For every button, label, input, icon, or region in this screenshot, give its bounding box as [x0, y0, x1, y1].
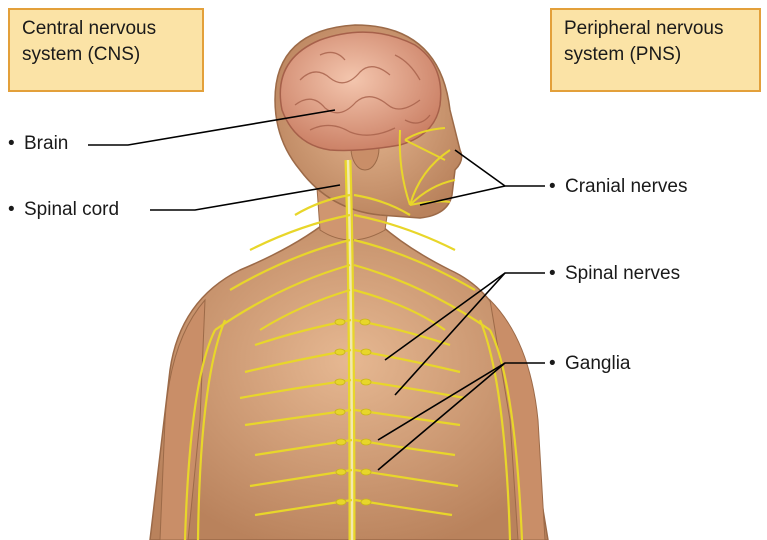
spinal-nerves-text: Spinal nerves: [565, 263, 680, 284]
ganglia-text: Ganglia: [565, 353, 631, 374]
bullet: •: [8, 133, 24, 155]
bullet: •: [8, 199, 24, 221]
cns-line-1: Central nervous: [22, 16, 192, 42]
brain-text: Brain: [24, 133, 68, 154]
cranial-nerves-label: •Cranial nerves: [549, 176, 688, 198]
pns-line-1: Peripheral nervous: [564, 16, 749, 42]
cns-label-box: Central nervous system (CNS): [8, 8, 204, 92]
bullet: •: [549, 263, 565, 285]
brain-label: •Brain: [8, 133, 68, 155]
brain: [280, 32, 440, 150]
ganglia-label: •Ganglia: [549, 353, 631, 375]
cns-line-2: system (CNS): [22, 42, 192, 68]
pns-label-box: Peripheral nervous system (PNS): [550, 8, 761, 92]
bullet: •: [549, 353, 565, 375]
spinal-cord-text: Spinal cord: [24, 199, 119, 220]
cranial-nerves-text: Cranial nerves: [565, 176, 688, 197]
spinal-nerves-label: •Spinal nerves: [549, 263, 680, 285]
pns-line-2: system (PNS): [564, 42, 749, 68]
spinal-cord-label: •Spinal cord: [8, 199, 119, 221]
bullet: •: [549, 176, 565, 198]
